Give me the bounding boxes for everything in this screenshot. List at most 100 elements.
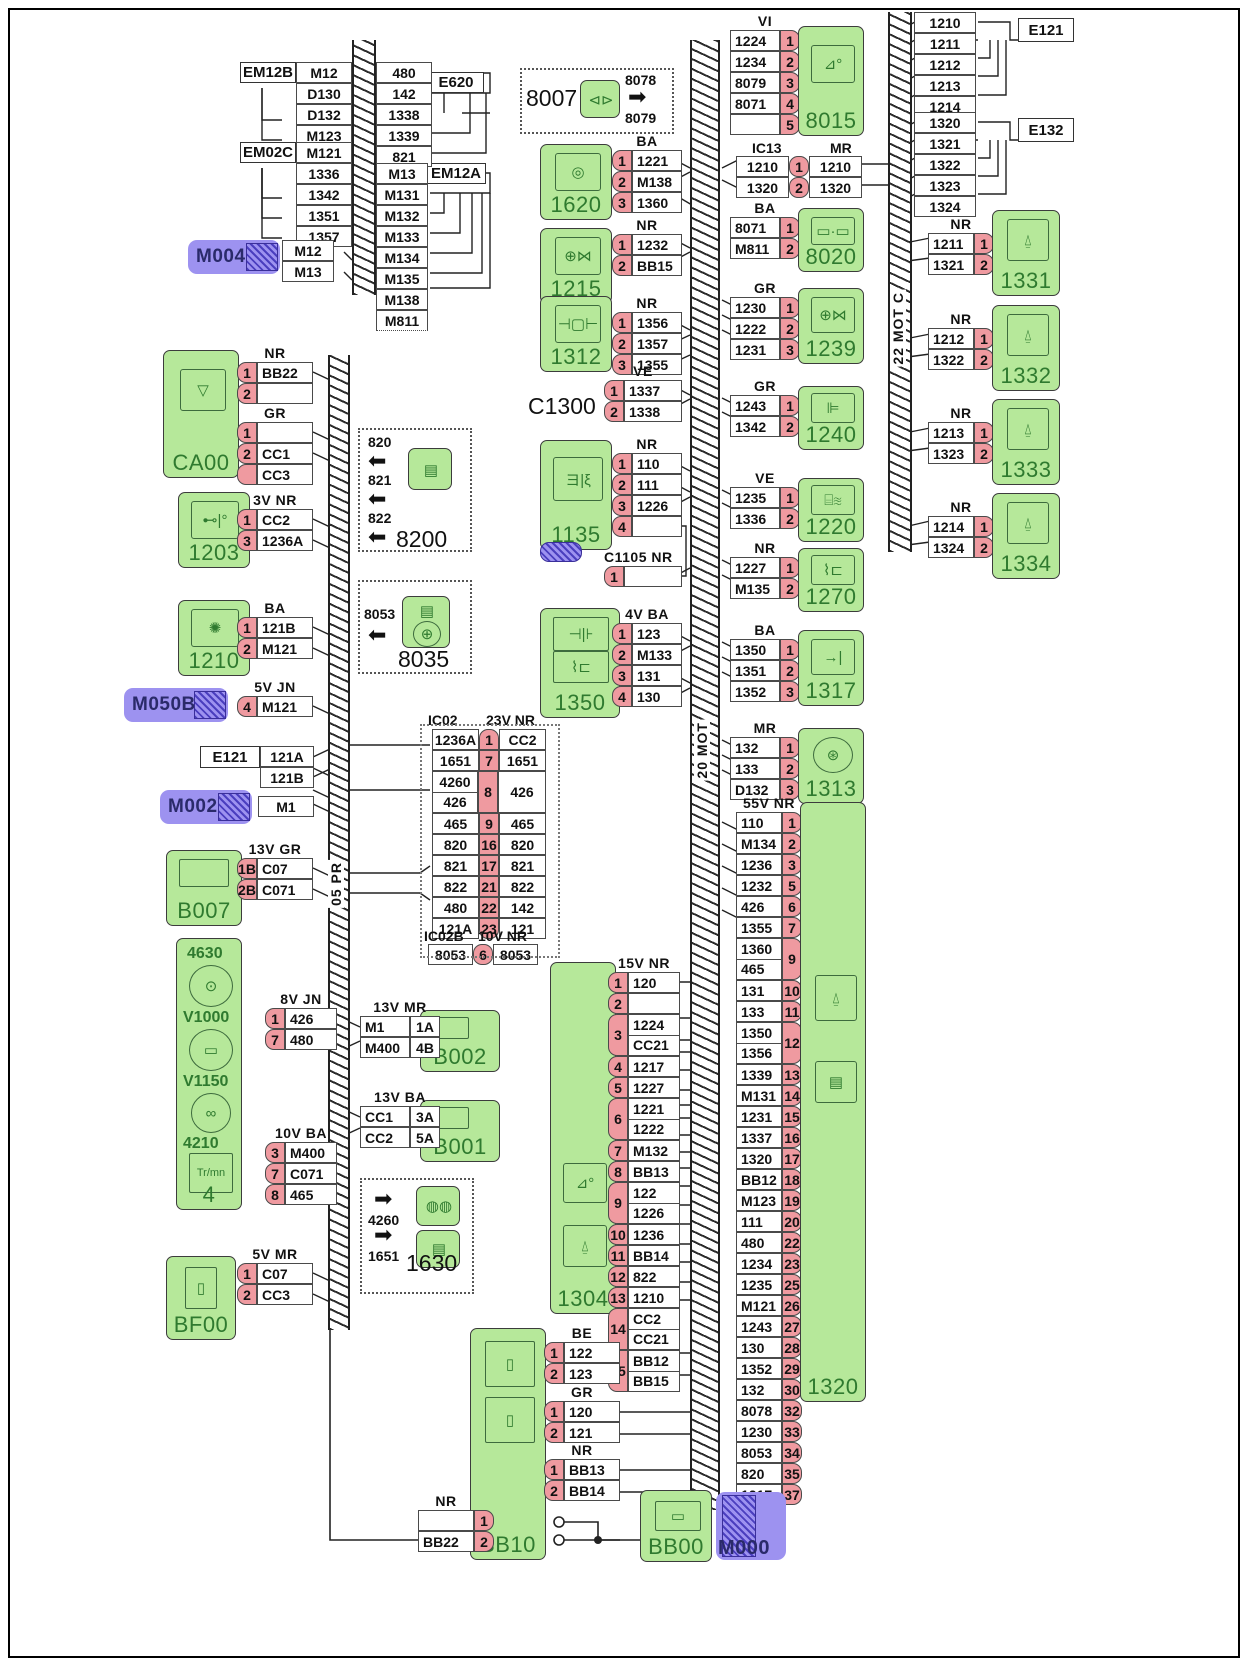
gauge-code: V1000 [183,1009,230,1026]
ecu-icon: ▭·▭ [811,217,855,245]
ground-M050B[interactable]: M050B [124,688,228,722]
filter-icon: ▽ [180,369,226,411]
wire-label: 122 [628,1182,680,1203]
wire-label: 1236A [257,530,313,551]
connector-E121-left[interactable]: E121 [200,746,260,768]
pin-number: 1 [974,328,994,349]
ground-M002[interactable]: M002 [160,790,252,824]
connector-EM02C[interactable]: EM02C [240,142,296,163]
wire-color-code: 4V BA [625,606,669,622]
component-1333[interactable]: ⍙ 1333 [992,399,1060,485]
component-1210[interactable]: ✺ 1210 [178,600,250,676]
component-BF00[interactable]: ▯ BF00 [166,1256,236,1340]
ground-M000[interactable]: M000 [716,1492,786,1560]
wire-label: 1337 [624,380,682,401]
component-1215[interactable]: ⊕⋈ 1215 [540,228,612,304]
wire-color-code: GR [754,378,776,394]
component-1135[interactable]: ヨ|ξ 1135 [540,440,612,550]
component-1239[interactable]: ⊕⋈ 1239 [798,288,864,364]
pin-number: 1 [780,395,800,416]
wire-label: 1235 [730,487,780,508]
connector-E121-right[interactable]: E121 [1018,18,1074,42]
gauge-code: 4630 [187,945,223,962]
pin-number: 6 [473,944,493,965]
component-1220[interactable]: ⌸≋ 1220 [798,478,864,542]
instrument-cluster[interactable]: 4630 ⊙ V1000 ▭ V1150 ∞ 4210 Tr/mn 4 [176,938,242,1210]
component-BB00[interactable]: ▭ BB00 [640,1490,712,1562]
wire-label: 8053 [736,1442,782,1463]
component-8007-symbol[interactable]: ⊲⊳ [580,80,620,118]
pin-number: 33 [782,1421,802,1442]
wire-label: 1226 [628,1202,680,1224]
component-8015[interactable]: ⊿° 8015 [798,26,864,136]
ground-M004[interactable]: M004 [188,240,280,274]
component-8020[interactable]: ▭·▭ 8020 [798,208,864,272]
wire-label: 1210 [809,156,862,177]
component-8035-symbol[interactable]: ▤ ⊕ [402,596,450,648]
capacitor-icon: ⊣|⊦ [553,617,609,651]
wire-color-code: NR [950,499,972,515]
wire-label: M121 [296,142,352,163]
wire-label: M12 [296,62,352,83]
component-1350[interactable]: ⊣|⊦ ⌇⊏ 1350 [540,608,620,718]
component-1313[interactable]: ⊛ 1313 [798,728,864,804]
pin-number: 1 [612,453,632,474]
pin-number: 22 [479,897,499,918]
component-8200-symbol[interactable]: ▤ [408,448,452,490]
component-1320[interactable]: ⍙ ▤ 1320 [800,802,866,1402]
component-id: 1331 [1000,268,1052,293]
connector-EM12A[interactable]: EM12A [426,163,486,184]
component-id: 1313 [805,776,857,801]
pin-number: 4 [237,696,257,717]
component-1630-symbol-b[interactable]: ▤ [416,1230,460,1268]
relay-icon [179,859,229,887]
ref-8200-in-1: 821 [368,472,392,488]
wire-color-code: NR [636,436,658,452]
component-1270[interactable]: ⌇⊏ 1270 [798,548,864,612]
wire-color-code: GR [264,405,286,421]
wire-label: D130 [296,83,352,104]
component-1332[interactable]: ⍙ 1332 [992,305,1060,391]
pin-number: 26 [782,1295,802,1316]
pin-number: 1 [479,729,499,750]
arrow-left-icon: ⬅ [368,622,387,647]
ground-label: M004 [196,246,246,267]
component-1334[interactable]: ⍙ 1334 [992,493,1060,579]
pin-number: 4B [410,1037,440,1058]
ref-8200-id: 8200 [396,526,448,552]
component-1331[interactable]: ⍙ 1331 [992,210,1060,296]
wire-label: CC2 [257,509,313,530]
component-1630-symbol-a[interactable]: ◍◍ [416,1186,460,1226]
connector-EM12B[interactable]: EM12B [240,62,296,83]
sensor-icon: ⊿° [563,1163,607,1203]
pin-number: 1 [780,557,800,578]
component-1240[interactable]: ⊫ 1240 [798,386,864,450]
wire-label: 1342 [730,416,780,437]
diode-icon: →| [811,639,855,675]
M002-wire: M1 [258,796,314,817]
connector-E620[interactable]: E620 [428,72,484,93]
pin-number: 4 [612,686,632,707]
trunk-20-MOT-label: 20 MOT [694,720,710,781]
wire-label: M132 [628,1140,680,1161]
component-1304[interactable]: ⊿° ⍙ 1304 [550,962,616,1314]
hatch-icon [194,691,226,719]
pin-number: 3 [237,530,257,551]
component-1620[interactable]: ◎ 1620 [540,144,612,220]
component-1317[interactable]: →| 1317 [798,630,864,706]
connector-E132[interactable]: E132 [1018,118,1074,142]
wire-color-code: VE [755,470,775,486]
IC13-label: IC13 [752,140,782,156]
component-B002[interactable]: B002 [420,1010,500,1072]
component-CA00[interactable]: ▽ CA00 [163,350,239,478]
wire-label: 1236A [432,729,479,750]
component-B007[interactable]: B007 [166,850,242,926]
injector-icon: ⍙ [1007,314,1049,356]
component-1203[interactable]: ⊷|° 1203 [178,492,250,568]
component-1312[interactable]: ⊣▢⊢ 1312 [540,296,612,372]
trunk-05-PR-label: 05 PR [328,860,344,908]
